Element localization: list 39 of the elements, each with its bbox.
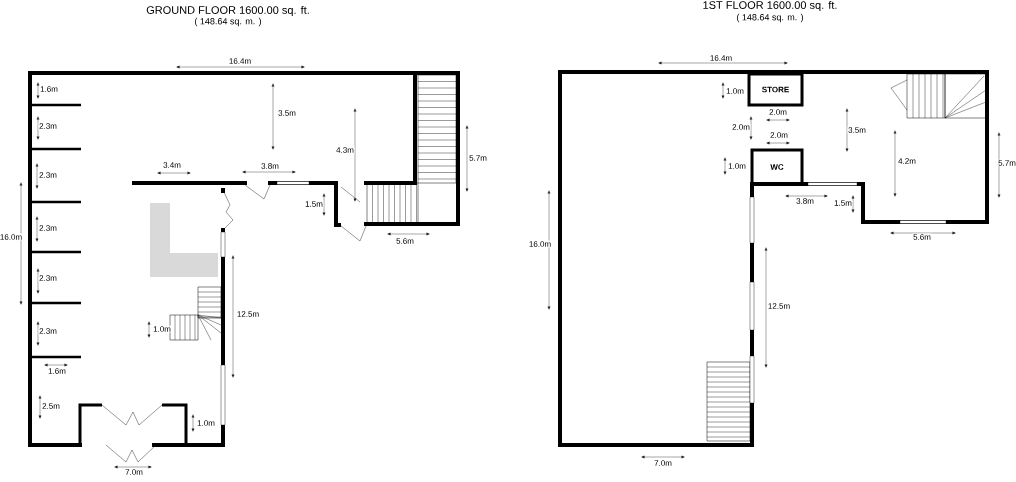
area-label: ( 148.64 sq. m. ) [194, 17, 262, 27]
dimension-label: 7.0m [124, 468, 144, 476]
dimension-label: 1.6m [39, 85, 59, 93]
dimension-label: 7.0m [653, 459, 673, 467]
dimension-label: 1.6m [47, 367, 67, 375]
dimension-label: 1.5m [304, 200, 324, 208]
dimension-label: 1.0m [196, 419, 216, 427]
dimension-label: 3.5m [277, 109, 297, 117]
dimension-label: 16.4m [228, 57, 252, 65]
dimension-label: 1.5m [833, 199, 853, 207]
dimension-label: 1.0m [152, 325, 172, 333]
floor-title: GROUND FLOOR 1600.00 sq. ft. [146, 5, 309, 17]
dimension-label: 4.3m [335, 146, 355, 154]
dimension-label: 3.4m [162, 161, 182, 169]
dimension-label: 3.5m [847, 126, 867, 134]
dimension-label: 16.4m [709, 54, 733, 62]
dimension-label: 2.3m [38, 122, 58, 130]
dimension-label: 5.7m [997, 159, 1016, 167]
dimension-label: 3.8m [260, 162, 280, 170]
dimension-label: 16.0m [0, 233, 23, 241]
dimension-label: 2.5m [41, 402, 61, 410]
dimension-label: 2.3m [38, 274, 58, 282]
floor-title: 1ST FLOOR 1600.00 sq. ft. [703, 0, 837, 12]
room-box: STORE [747, 72, 804, 107]
dimension-label: 5.6m [912, 233, 932, 241]
room-box: WC [750, 148, 804, 186]
dimension-label: 2.3m [38, 171, 58, 179]
dimension-label: 16.0m [528, 240, 552, 248]
dimension-label: 5.6m [395, 237, 415, 245]
dimension-label: 12.5m [767, 302, 791, 310]
dimension-label: 2.0m [731, 123, 751, 131]
dimension-label: 2.3m [38, 224, 58, 232]
dimension-label: 5.7m [468, 154, 488, 162]
area-label: ( 148.64 sq. m. ) [737, 13, 804, 23]
dimension-label: 12.5m [236, 310, 260, 318]
dimension-label: 2.3m [38, 327, 58, 335]
dimension-label: 2.0m [769, 131, 789, 139]
dimension-label: 3.8m [795, 197, 815, 205]
dimension-label: 4.2m [897, 157, 917, 165]
